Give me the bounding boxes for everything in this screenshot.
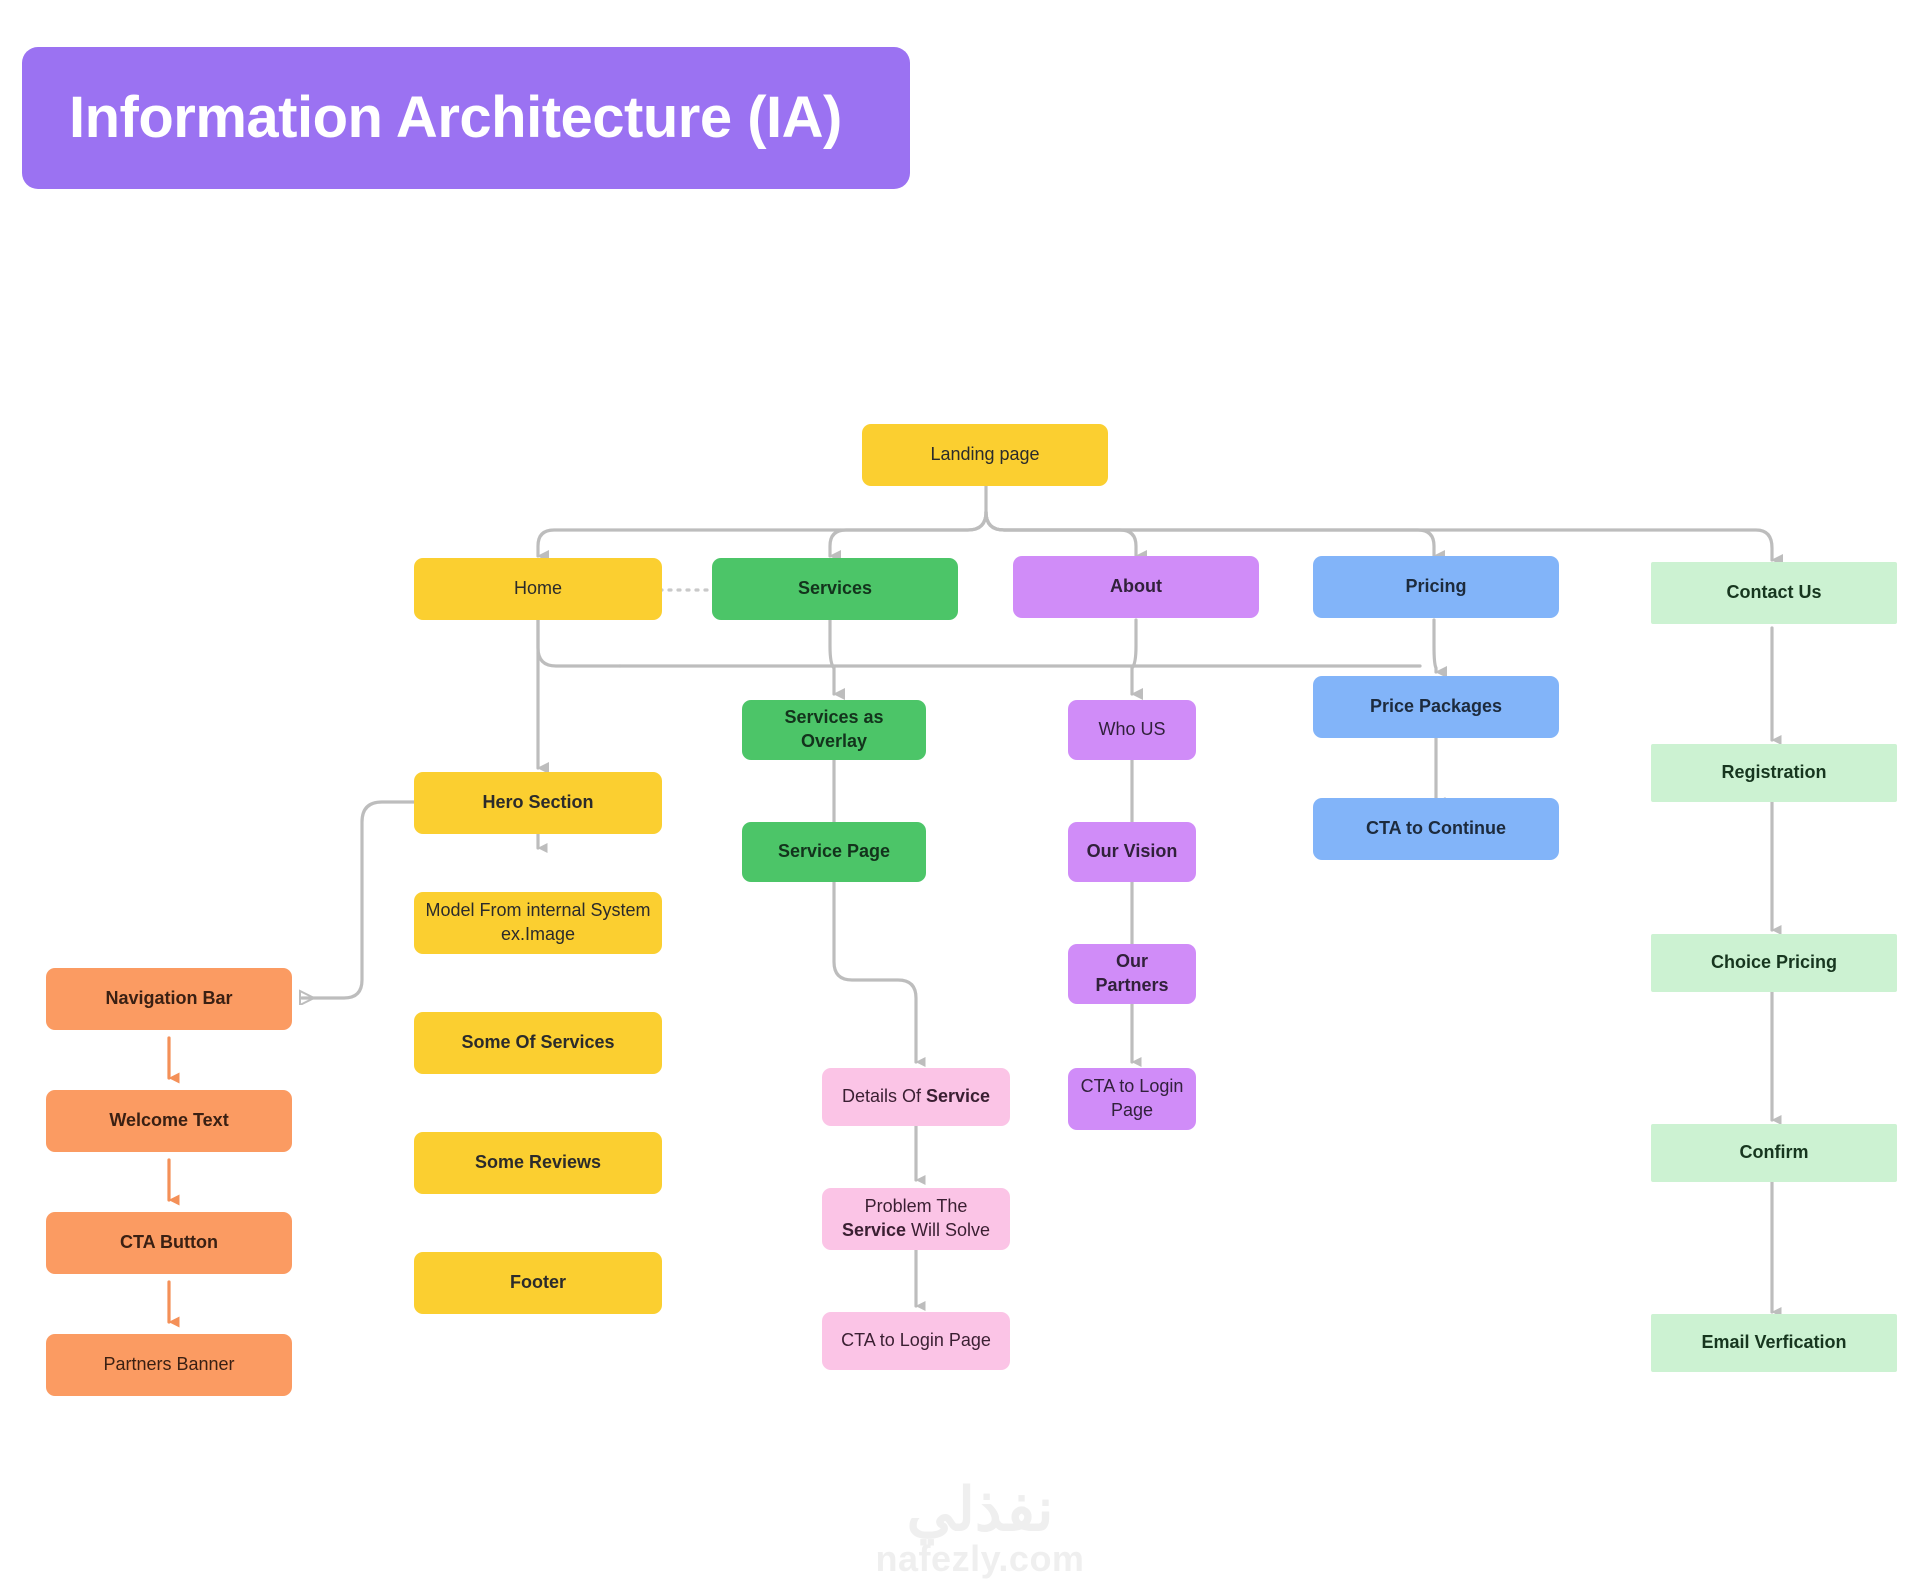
node-price-packages[interactable]: Price Packages xyxy=(1313,676,1559,738)
node-cta-button[interactable]: CTA Button xyxy=(46,1212,292,1274)
node-contact-us[interactable]: Contact Us xyxy=(1651,562,1897,624)
node-problem-label: Problem The Service Will Solve xyxy=(832,1195,1000,1243)
node-our-partners[interactable]: Our Partners xyxy=(1068,944,1196,1004)
edge-services-overlay xyxy=(828,618,845,700)
node-pricing[interactable]: Pricing xyxy=(1313,556,1559,618)
problem-prefix: Problem The xyxy=(864,1196,968,1217)
page-title-banner: Information Architecture (IA) xyxy=(22,47,910,189)
edge-landing-home xyxy=(536,484,988,562)
node-confirm[interactable]: Confirm xyxy=(1651,1124,1897,1182)
node-cta-to-continue[interactable]: CTA to Continue xyxy=(1313,798,1559,860)
edge-landing-about xyxy=(984,510,1147,562)
node-model-from-internal-system[interactable]: Model From internal System ex.Image xyxy=(414,892,662,954)
watermark: نفذلي nafezly.com xyxy=(845,1480,1115,1578)
node-navigation-bar[interactable]: Navigation Bar xyxy=(46,968,292,1030)
edge-servicepage-details xyxy=(832,880,926,1067)
edge-pricing-packages xyxy=(1432,618,1447,678)
details-emphasis: Service xyxy=(925,1086,991,1107)
node-email-verfication[interactable]: Email Verfication xyxy=(1651,1314,1897,1372)
node-some-of-services[interactable]: Some Of Services xyxy=(414,1012,662,1074)
node-details-of-service-label: Details Of Service xyxy=(832,1085,1000,1109)
watermark-latin: nafezly.com xyxy=(875,1538,1085,1579)
edge-landing-pricing xyxy=(984,510,1445,562)
node-home[interactable]: Home xyxy=(414,558,662,620)
node-who-us[interactable]: Who US xyxy=(1068,700,1196,760)
problem-suffix: Will Solve xyxy=(906,1220,991,1240)
node-landing-page[interactable]: Landing page xyxy=(862,424,1108,486)
node-hero-section[interactable]: Hero Section xyxy=(414,772,662,834)
node-welcome-text[interactable]: Welcome Text xyxy=(46,1090,292,1152)
node-problem-the-service-will-solve[interactable]: Problem The Service Will Solve xyxy=(822,1188,1010,1250)
node-our-vision[interactable]: Our Vision xyxy=(1068,822,1196,882)
edge-about-whous xyxy=(1130,618,1143,700)
edge-landing-contact xyxy=(984,510,1783,566)
node-registration[interactable]: Registration xyxy=(1651,744,1897,802)
edge-landing-bus-left-stub xyxy=(820,486,1004,530)
edge-home-bus xyxy=(536,618,622,668)
node-partners-banner[interactable]: Partners Banner xyxy=(46,1334,292,1396)
node-services[interactable]: Services xyxy=(712,558,958,620)
node-cta-to-login-page-purple[interactable]: CTA to Login Page xyxy=(1068,1068,1196,1130)
node-footer[interactable]: Footer xyxy=(414,1252,662,1314)
problem-emphasis: Service xyxy=(841,1220,907,1240)
node-some-reviews[interactable]: Some Reviews xyxy=(414,1132,662,1194)
node-choice-pricing[interactable]: Choice Pricing xyxy=(1651,934,1897,992)
edge-hero-navbar xyxy=(302,800,416,998)
watermark-arabic: نفذلي xyxy=(906,1476,1054,1543)
node-cta-to-login-page-pink[interactable]: CTA to Login Page xyxy=(822,1312,1010,1370)
node-about[interactable]: About xyxy=(1013,556,1259,618)
details-prefix: Details Of xyxy=(841,1086,926,1107)
node-services-as-overlay[interactable]: Services as Overlay xyxy=(742,700,926,760)
node-service-page[interactable]: Service Page xyxy=(742,822,926,882)
edge-landing-services xyxy=(828,510,988,562)
node-details-of-service[interactable]: Details Of Service xyxy=(822,1068,1010,1126)
page-title: Information Architecture (IA) xyxy=(69,85,842,150)
